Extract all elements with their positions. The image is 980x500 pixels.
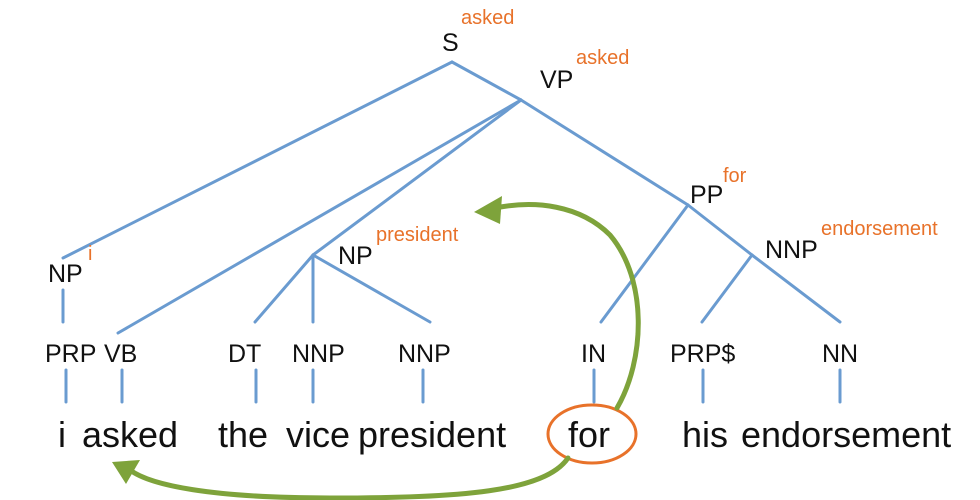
word: vice [286, 414, 350, 455]
edge-nnp-prps [700, 253, 754, 324]
node-pp-head: for [723, 165, 747, 187]
word: endorsement [741, 414, 951, 455]
word: his [682, 414, 728, 455]
node-np-i-label: NP [48, 260, 83, 288]
node-vp-head: asked [576, 47, 629, 69]
node-vp-label: VP [540, 66, 573, 94]
node-nnp-head: endorsement [821, 218, 938, 240]
node-s-label: S [442, 29, 459, 57]
word: the [218, 414, 268, 455]
word: i [58, 414, 66, 455]
pos-tag: NNP [292, 340, 345, 368]
edge-s-vp [450, 60, 523, 102]
node-np-president-head: president [376, 224, 459, 246]
edge-pp-in [599, 203, 690, 324]
node-np-president-label: NP [338, 242, 373, 270]
pos-tag: NNP [398, 340, 451, 368]
pos-tag: DT [228, 340, 261, 368]
pos-tag: NN [822, 340, 858, 368]
edge-vp-np [311, 98, 523, 257]
word: president [358, 414, 506, 455]
arrow-to-asked [127, 455, 571, 500]
node-s-head: asked [461, 7, 514, 29]
edge-np-dt [253, 253, 315, 324]
word: asked [82, 414, 178, 455]
edge-s-np [61, 60, 454, 260]
arrow-to-np-president [492, 202, 641, 411]
edge-pp-nnp [686, 203, 754, 257]
pos-tag: VB [104, 340, 137, 368]
highlight-circle [546, 403, 638, 465]
node-np-i-head: i [88, 243, 92, 265]
pos-tag: PRP$ [670, 340, 735, 368]
node-nnp-label: NNP [765, 236, 818, 264]
word: for [568, 414, 610, 455]
edge-nnp-nn [750, 253, 842, 324]
edge-np-nnp2 [311, 253, 432, 324]
arrow-head-icon [474, 196, 502, 224]
tree-edges [61, 60, 842, 404]
arrow-head-icon [112, 460, 140, 484]
edge-vp-vb [116, 98, 523, 335]
node-pp-label: PP [690, 181, 723, 209]
edge-vp-pp [519, 98, 690, 207]
pos-tag: IN [581, 340, 606, 368]
pos-tag: PRP [45, 340, 96, 368]
